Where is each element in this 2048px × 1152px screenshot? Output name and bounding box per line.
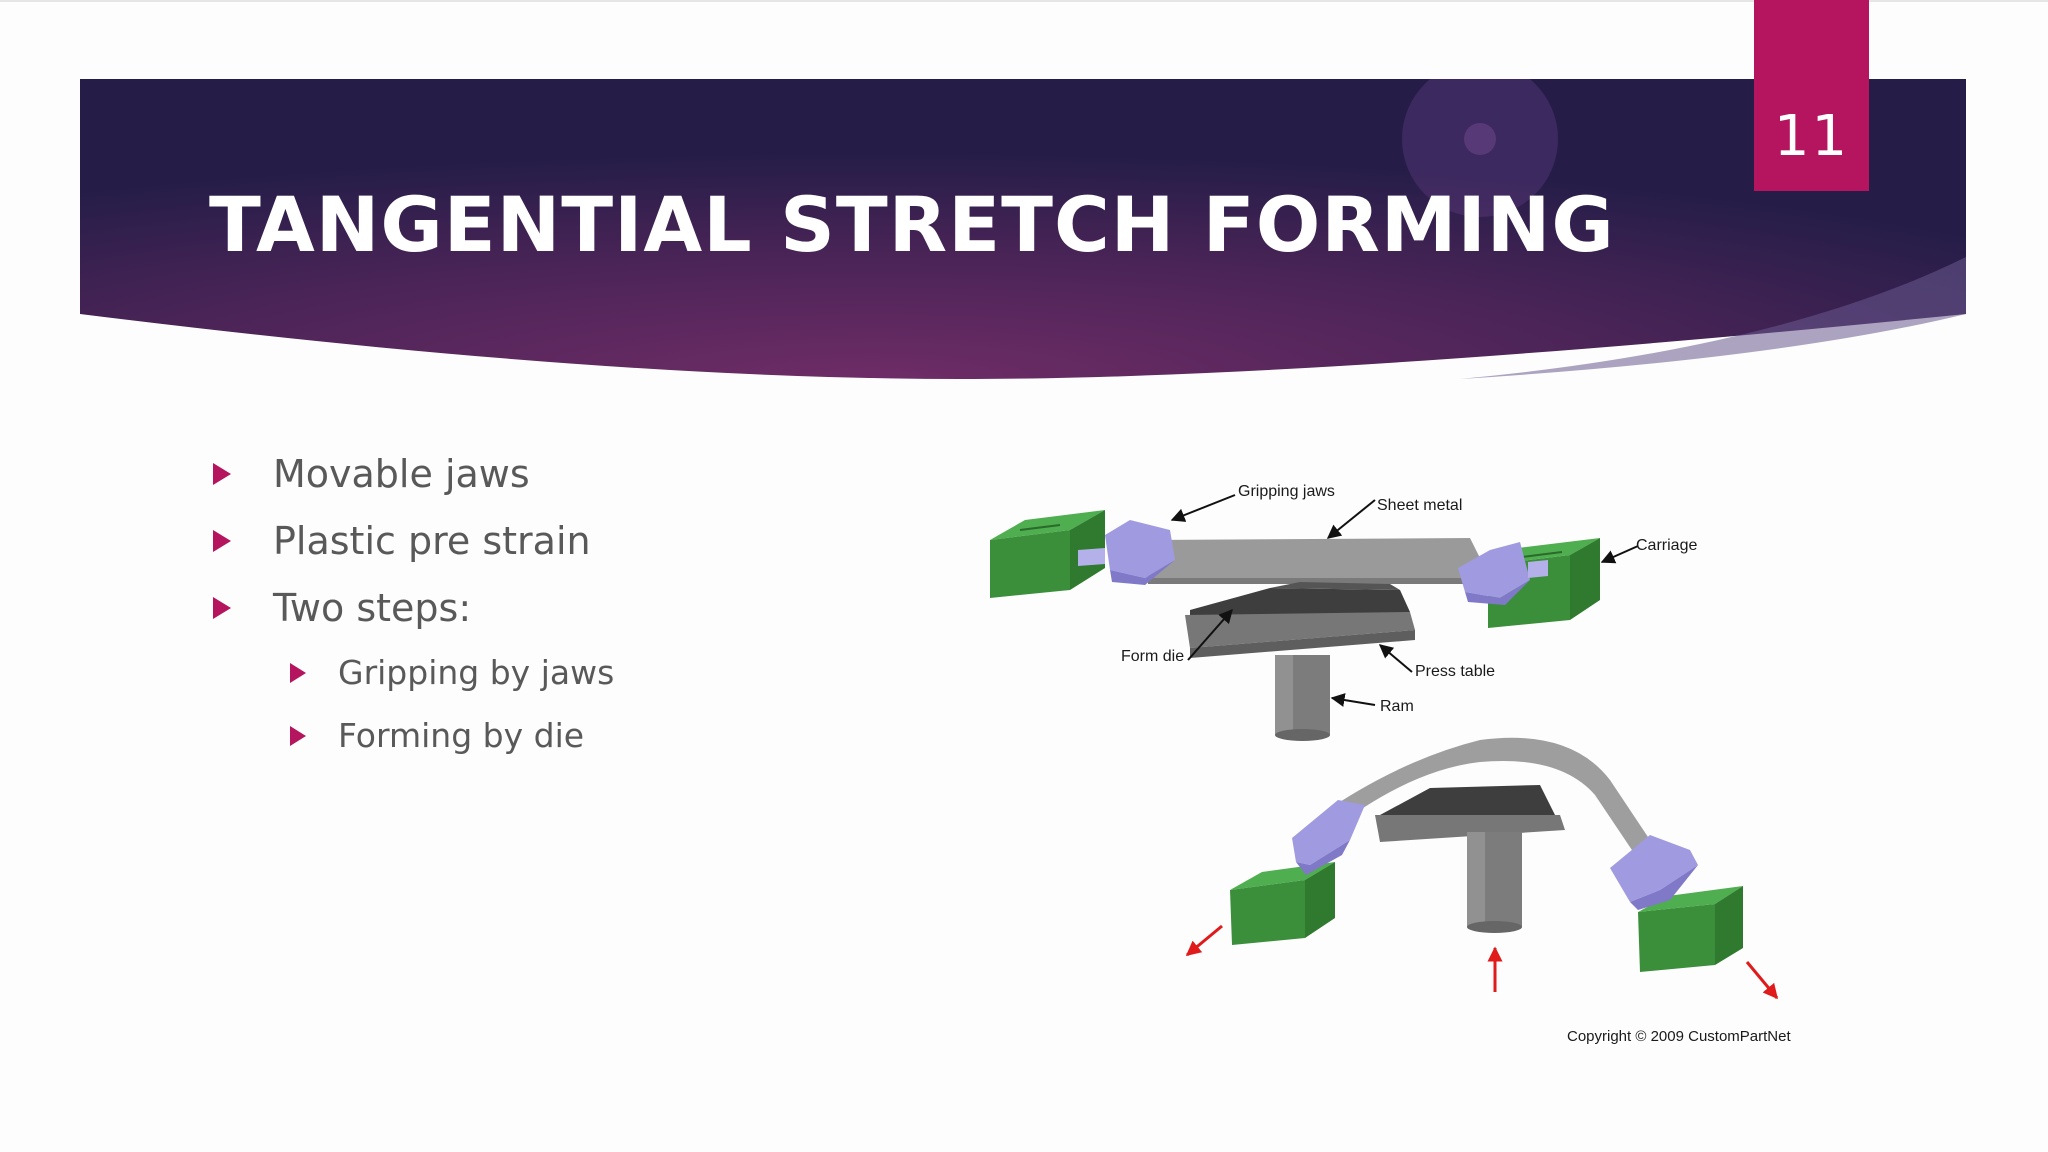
- force-arrow-left: [1185, 924, 1223, 957]
- force-arrow-right: [1745, 961, 1779, 1000]
- bullet-arrow-icon: [290, 662, 306, 683]
- sub-bullet-item: Forming by die: [285, 704, 614, 767]
- left-gripping-jaw: [1078, 520, 1175, 585]
- label-ram: Ram: [1380, 698, 1414, 715]
- setup-before-forming: Gripping jaws Sheet metal Carriage Form …: [990, 483, 1697, 741]
- bullet-arrow-icon: [213, 596, 231, 619]
- label-sheet-metal: Sheet metal: [1377, 497, 1462, 514]
- bent-sheet-metal: [1320, 737, 1660, 865]
- bullet-arrow-icon: [213, 529, 231, 552]
- right-gripping-jaw: [1458, 542, 1548, 605]
- bullet-arrow-icon: [213, 462, 231, 485]
- slide-number: 11: [1773, 104, 1850, 169]
- press-table: [1185, 612, 1415, 648]
- label-gripping-jaws: Gripping jaws: [1238, 483, 1335, 500]
- sub-bullet-item: Gripping by jaws: [285, 641, 614, 704]
- left-carriage: [990, 510, 1105, 598]
- top-rule: [0, 0, 2048, 2]
- stretch-forming-diagram: Gripping jaws Sheet metal Carriage Form …: [970, 470, 1850, 1050]
- slide-title: TANGENTIAL STRETCH FORMING: [209, 180, 1615, 269]
- copyright-text: Copyright © 2009 CustomPartNet: [1567, 1028, 1791, 1045]
- bullet-text: Plastic pre strain: [273, 518, 591, 563]
- bullet-item: Movable jaws: [205, 440, 614, 507]
- label-carriage: Carriage: [1636, 537, 1697, 554]
- bullet-arrow-icon: [290, 725, 306, 746]
- bullet-text: Gripping by jaws: [338, 653, 615, 692]
- bullet-text: Movable jaws: [273, 451, 530, 496]
- label-form-die: Form die: [1121, 648, 1184, 665]
- bullet-text: Two steps:: [273, 585, 472, 630]
- bullet-item: Plastic pre strain: [205, 507, 614, 574]
- bullet-list: Movable jaws Plastic pre strain Two step…: [205, 440, 614, 767]
- label-press-table: Press table: [1415, 663, 1495, 680]
- bullet-item: Two steps:: [205, 574, 614, 641]
- title-banner: [80, 79, 1966, 384]
- sheet-metal: [1148, 538, 1490, 578]
- slide-number-tab: 11: [1754, 0, 1869, 191]
- bullet-text: Forming by die: [338, 716, 585, 755]
- setup-during-forming: [1185, 737, 1779, 1000]
